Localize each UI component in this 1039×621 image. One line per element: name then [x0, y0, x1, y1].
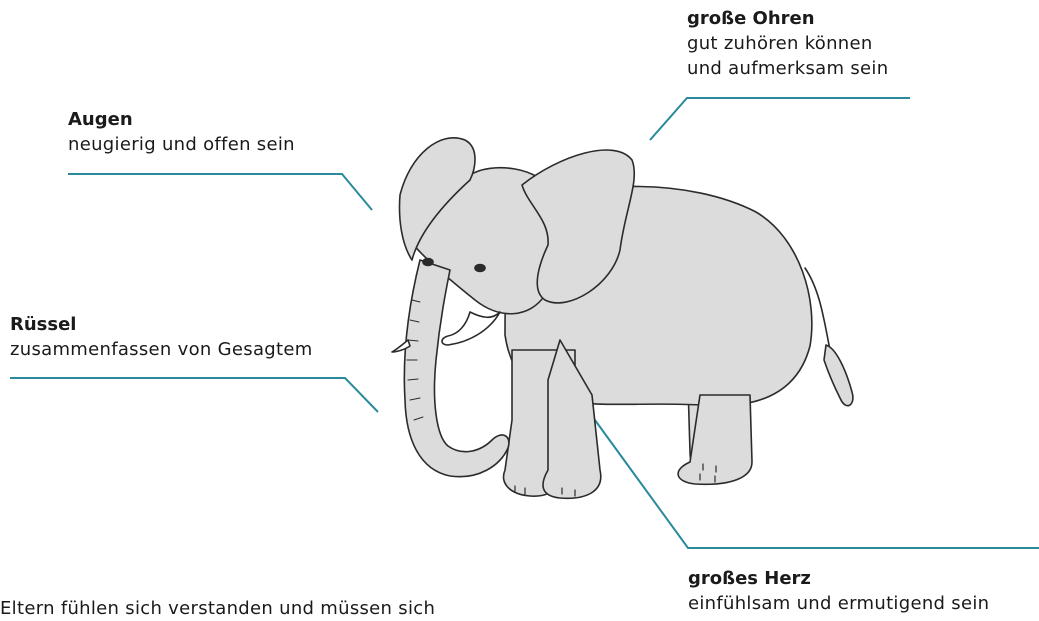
annotation-heart: großes Herz einfühlsam und ermutigend se…: [688, 566, 989, 616]
annotation-trunk-line-1: zusammenfassen von Gesagtem: [10, 337, 313, 362]
leader-line-eyes: [68, 174, 372, 210]
annotation-ears-line-2: und aufmerksam sein: [687, 56, 888, 81]
annotation-eyes: Augen neugierig und offen sein: [68, 107, 295, 157]
elephant-tail-tuft: [824, 345, 853, 406]
annotation-ears: große Ohren gut zuhören können und aufme…: [687, 6, 888, 81]
annotation-eyes-title: Augen: [68, 107, 295, 132]
annotation-trunk-title: Rüssel: [10, 312, 313, 337]
leader-line-ears: [650, 98, 910, 140]
leader-line-trunk: [10, 378, 378, 412]
elephant-tusk: [442, 312, 500, 345]
leader-line-heart: [568, 383, 1039, 548]
footer-text: Eltern fühlen sich verstanden und müssen…: [0, 598, 435, 619]
annotation-heart-line-1: einfühlsam und ermutigend sein: [688, 591, 989, 616]
elephant-eye-right: [475, 265, 485, 272]
elephant-eye-left: [423, 259, 433, 266]
annotation-heart-title: großes Herz: [688, 566, 989, 591]
annotation-eyes-line-1: neugierig und offen sein: [68, 132, 295, 157]
elephant-illustration: [392, 138, 853, 499]
annotation-ears-line-1: gut zuhören können: [687, 31, 888, 56]
annotation-trunk: Rüssel zusammenfassen von Gesagtem: [10, 312, 313, 362]
annotation-ears-title: große Ohren: [687, 6, 888, 31]
